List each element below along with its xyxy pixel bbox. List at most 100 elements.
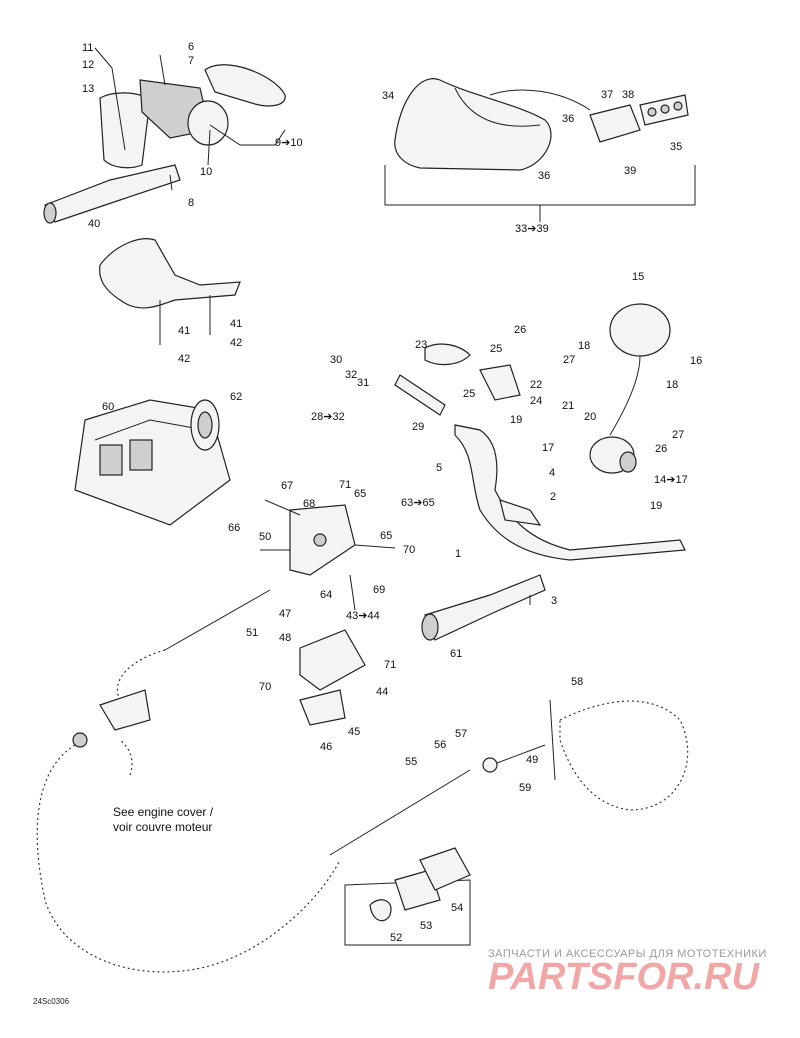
support-bracket-43-44 [299,629,366,726]
label-70b: 70 [259,681,271,693]
label-64: 64 [320,589,332,601]
bracket-40 [99,238,241,345]
label-26a: 26 [514,324,526,336]
label-42a: 42 [178,353,190,365]
label-6: 6 [188,41,194,53]
label-37: 37 [601,89,613,101]
cover-assembly-33-39 [384,78,696,222]
label-55: 55 [405,756,417,768]
label-34: 34 [382,90,394,102]
label-40: 40 [88,218,100,230]
label-57: 57 [455,728,467,740]
label-12: 12 [82,59,94,71]
label-18a: 18 [578,340,590,352]
label-5: 5 [436,462,442,474]
label-41a: 41 [178,325,190,337]
label-54: 54 [451,902,463,914]
engine-block-60 [74,399,231,526]
label-30: 30 [330,354,342,366]
label-42b: 42 [230,337,242,349]
label-66: 66 [228,522,240,534]
label-14-17: 14➔17 [654,474,688,486]
handlebar-cover-assembly [43,47,286,224]
throttle-cable-51 [36,589,341,973]
label-61: 61 [450,648,462,660]
label-47: 47 [279,608,291,620]
label-25b: 25 [463,388,475,400]
label-17: 17 [542,442,554,454]
label-3: 3 [551,595,557,607]
label-9-10: 9➔10 [275,137,303,149]
label-23: 23 [415,339,427,351]
drawing-code: 24Sc0306 [33,997,70,1006]
grip-22 [394,343,521,431]
label-24: 24 [530,395,542,407]
label-39: 39 [624,165,636,177]
label-27b: 27 [672,429,684,441]
label-15: 15 [632,271,644,283]
label-52: 52 [390,932,402,944]
label-69: 69 [373,584,385,596]
handlebar-5 [454,424,686,561]
label-38: 38 [622,89,634,101]
watermark: ЗАПЧАСТИ И АКСЕССУАРЫ ДЛЯ МОТОТЕХНИКИ PA… [488,948,767,998]
label-53: 53 [420,920,432,932]
note-line-1: See engine cover / [113,805,214,819]
label-16: 16 [690,355,702,367]
label-35: 35 [670,141,682,153]
label-58: 58 [571,676,583,688]
label-45: 45 [348,726,360,738]
label-13: 13 [82,83,94,95]
label-28-32: 28➔32 [311,411,345,423]
label-8: 8 [188,197,194,209]
steering-column-1 [421,574,546,641]
label-18b: 18 [666,379,678,391]
part-number-labels: 1 2 3 4 5 6 7 8 9➔10 10 11 12 13 14➔17 1… [82,41,702,944]
label-29: 29 [412,421,424,433]
label-71a: 71 [339,479,351,491]
label-70a: 70 [403,544,415,556]
label-2: 2 [550,491,556,503]
steering-bracket-63-65 [260,499,396,611]
label-4: 4 [549,467,555,479]
watermark-tagline: ЗАПЧАСТИ И АКСЕССУАРЫ ДЛЯ МОТОТЕХНИКИ [488,948,767,960]
label-36b: 36 [538,170,550,182]
label-10: 10 [200,166,212,178]
label-21: 21 [562,400,574,412]
label-60: 60 [102,401,114,413]
note-line-2: voir couvre moteur [113,820,212,834]
label-19b: 19 [650,500,662,512]
label-27a: 27 [563,354,575,366]
label-65b: 65 [380,530,392,542]
label-44: 44 [376,686,388,698]
label-49: 49 [526,754,538,766]
label-11: 11 [82,42,93,54]
label-68: 68 [303,498,315,510]
label-20: 20 [584,411,596,423]
label-43-44: 43➔44 [346,610,380,622]
label-31: 31 [357,377,369,389]
label-41b: 41 [230,318,242,330]
label-59: 59 [519,782,531,794]
label-50: 50 [259,531,271,543]
label-7: 7 [188,55,194,67]
label-26b: 26 [655,443,667,455]
label-51: 51 [246,627,258,639]
label-67: 67 [281,480,293,492]
label-36a: 36 [562,113,574,125]
label-22: 22 [530,379,542,391]
label-71b: 71 [384,659,396,671]
label-33-39: 33➔39 [515,223,549,235]
label-62: 62 [230,391,242,403]
label-19a: 19 [510,414,522,426]
label-46: 46 [320,741,332,753]
watermark-brand: PARTSFOR.RU [488,956,760,998]
label-56: 56 [434,739,446,751]
label-1: 1 [455,548,461,560]
label-48: 48 [279,632,291,644]
engine-cover-note: See engine cover / voir couvre moteur [113,805,214,834]
label-32: 32 [345,369,357,381]
label-65a: 65 [354,488,366,500]
label-63-65: 63➔65 [401,497,435,509]
label-25a: 25 [490,343,502,355]
